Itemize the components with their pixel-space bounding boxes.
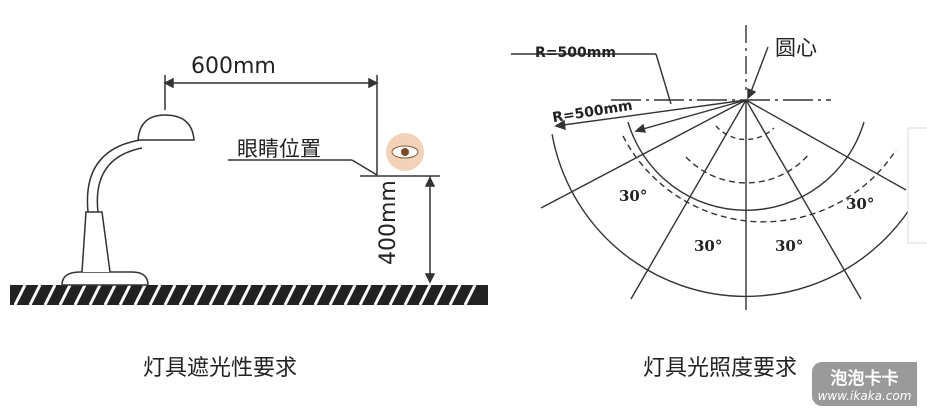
eye-image <box>386 133 424 171</box>
height-label: 400mm <box>376 180 401 265</box>
lamp-head <box>137 114 195 141</box>
watermark-title: 泡泡卡卡 <box>830 369 899 389</box>
watermark: 泡泡卡卡 www.ikaka.com <box>812 362 917 406</box>
angle-label: 30° <box>775 237 804 255</box>
angle-label: 30° <box>694 237 723 255</box>
watermark-url: www.ikaka.com <box>817 389 912 403</box>
right-caption: 灯具光照度要求 <box>643 356 798 381</box>
left-caption: 灯具遮光性要求 <box>143 356 298 381</box>
lamp-diagram <box>10 75 488 306</box>
lamp-base <box>61 271 149 286</box>
distance-label: 600mm <box>191 54 276 79</box>
radius-label-1: R=500mm <box>535 45 616 61</box>
illuminance-diagram <box>511 25 927 310</box>
eye-position-label: 眼睛位置 <box>237 137 321 161</box>
angle-label: 30° <box>619 187 648 205</box>
lamp-stem <box>81 211 111 273</box>
center-label: 圆心 <box>775 36 817 60</box>
partial-popup <box>907 127 927 244</box>
angle-label: 30° <box>846 195 875 213</box>
lamp-arm <box>86 139 143 213</box>
